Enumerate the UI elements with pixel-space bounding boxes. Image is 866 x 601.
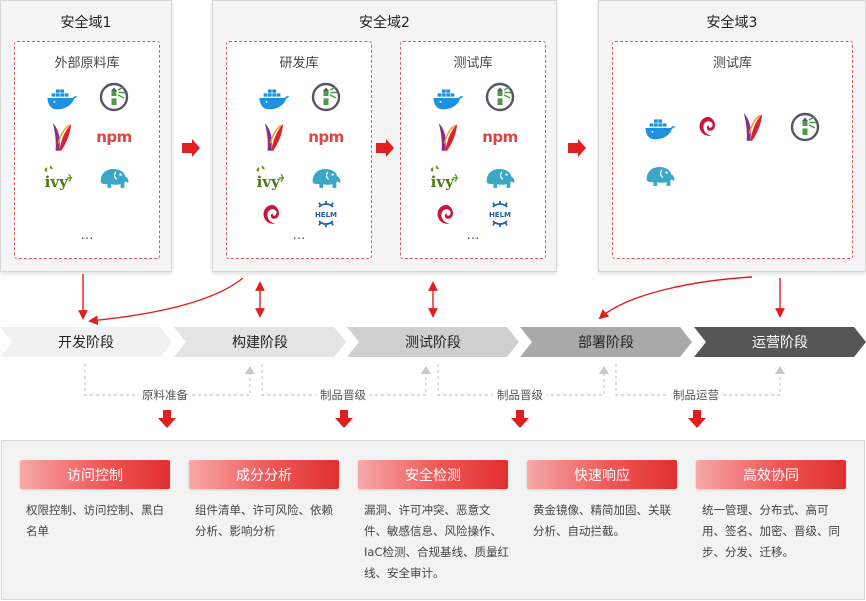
stage-test[interactable]: 测试阶段 bbox=[347, 327, 519, 357]
debian-icon bbox=[430, 200, 462, 230]
more-ellipsis: … bbox=[292, 228, 306, 243]
capability-collaboration[interactable]: 高效协同 bbox=[696, 460, 846, 489]
docker-icon bbox=[46, 84, 78, 114]
gradle-elephant-icon bbox=[98, 162, 130, 192]
zone-arrow-2-3 bbox=[568, 139, 586, 157]
capability-security-scan[interactable]: 安全检测 bbox=[358, 460, 508, 489]
zone-title: 安全域2 bbox=[359, 15, 410, 31]
down-arrow-2 bbox=[335, 410, 353, 428]
connector-label-operate: 制品运营 bbox=[669, 387, 723, 403]
repo-external-raw[interactable]: 外部原料库 npm … bbox=[14, 41, 160, 259]
security-zone-2: 安全域2 研发库 npm … 测试库 npm … bbox=[212, 0, 557, 272]
repo-title: 研发库 bbox=[279, 56, 319, 71]
npm-icon: npm bbox=[482, 128, 518, 146]
gradle-elephant-icon bbox=[644, 160, 676, 190]
more-ellipsis: … bbox=[466, 228, 480, 243]
debian-icon bbox=[692, 112, 724, 142]
lighthouse-icon bbox=[484, 82, 516, 112]
security-zone-1: 安全域1 外部原料库 npm … bbox=[0, 0, 172, 272]
security-zone-3: 安全域3 测试库 bbox=[598, 0, 866, 272]
gradle-elephant-icon bbox=[484, 162, 516, 192]
helm-icon bbox=[484, 199, 516, 229]
capability-desc: 统一管理、分布式、高可用、签名、加密、晋级、同步、分发、迁移。 bbox=[702, 503, 840, 559]
debian-icon bbox=[256, 200, 288, 230]
npm-icon: npm bbox=[308, 128, 344, 146]
arrow-zone3-deploy bbox=[598, 276, 753, 320]
gradle-elephant-icon bbox=[310, 162, 342, 192]
repo-title: 测试库 bbox=[712, 56, 752, 71]
zone-arrow-1-2 bbox=[182, 139, 200, 157]
capability-desc: 黄金镜像、精简加固、关联分析、自动拦截。 bbox=[533, 503, 671, 538]
down-arrow-4 bbox=[688, 410, 706, 428]
stage-label: 运营阶段 bbox=[752, 335, 808, 351]
connector-label-promote-1: 制品晋级 bbox=[316, 387, 370, 403]
apache-feather-icon bbox=[432, 122, 464, 152]
stage-label: 开发阶段 bbox=[58, 335, 114, 351]
down-arrow-3 bbox=[511, 410, 529, 428]
stage-deploy[interactable]: 部署阶段 bbox=[520, 327, 692, 357]
connector-label-promote-2: 制品晋级 bbox=[493, 387, 547, 403]
ivy-icon bbox=[42, 162, 74, 192]
npm-icon: npm bbox=[96, 128, 132, 146]
capability-desc: 漏洞、许可冲突、恶意文件、敏感信息、风险操作、IaC检测、合规基线、质量红线、安… bbox=[364, 503, 509, 580]
capability-desc: 权限控制、访问控制、黑白名单 bbox=[26, 503, 164, 538]
ivy-icon bbox=[428, 162, 460, 192]
repo-dev[interactable]: 研发库 npm … bbox=[226, 41, 372, 259]
stage-label: 测试阶段 bbox=[405, 335, 461, 351]
down-arrow-1 bbox=[158, 410, 176, 428]
apache-feather-icon bbox=[46, 122, 78, 152]
stage-ops[interactable]: 运营阶段 bbox=[694, 327, 866, 357]
repo-title: 外部原料库 bbox=[54, 56, 120, 71]
repo-test-zone3[interactable]: 测试库 bbox=[612, 41, 853, 259]
more-ellipsis: … bbox=[80, 228, 94, 243]
lighthouse-icon bbox=[310, 82, 342, 112]
capability-access-control[interactable]: 访问控制 bbox=[20, 460, 170, 489]
stage-label: 构建阶段 bbox=[232, 335, 288, 351]
stage-build[interactable]: 构建阶段 bbox=[174, 327, 346, 357]
apache-feather-icon bbox=[737, 112, 769, 142]
ivy-icon bbox=[254, 162, 286, 192]
capability-desc: 组件清单、许可风险、依赖分析、影响分析 bbox=[195, 503, 333, 538]
lighthouse-icon bbox=[789, 112, 821, 142]
zone-title: 安全域3 bbox=[706, 15, 758, 31]
zone-title: 安全域1 bbox=[60, 15, 112, 31]
stage-label: 部署阶段 bbox=[578, 335, 634, 351]
repo-test[interactable]: 测试库 npm … bbox=[400, 41, 546, 259]
capability-rapid-response[interactable]: 快速响应 bbox=[527, 460, 677, 489]
docker-icon bbox=[258, 84, 290, 114]
capability-composition-analysis[interactable]: 成分分析 bbox=[189, 460, 339, 489]
apache-feather-icon bbox=[258, 122, 290, 152]
repo-title: 测试库 bbox=[453, 56, 493, 71]
arrow-build-to-dev bbox=[88, 277, 244, 326]
docker-icon bbox=[432, 84, 464, 114]
stage-dev[interactable]: 开发阶段 bbox=[0, 327, 172, 357]
connector-label-raw-prep: 原料准备 bbox=[138, 387, 192, 403]
lighthouse-icon bbox=[98, 82, 130, 112]
helm-icon bbox=[310, 199, 342, 229]
docker-icon bbox=[644, 114, 676, 144]
